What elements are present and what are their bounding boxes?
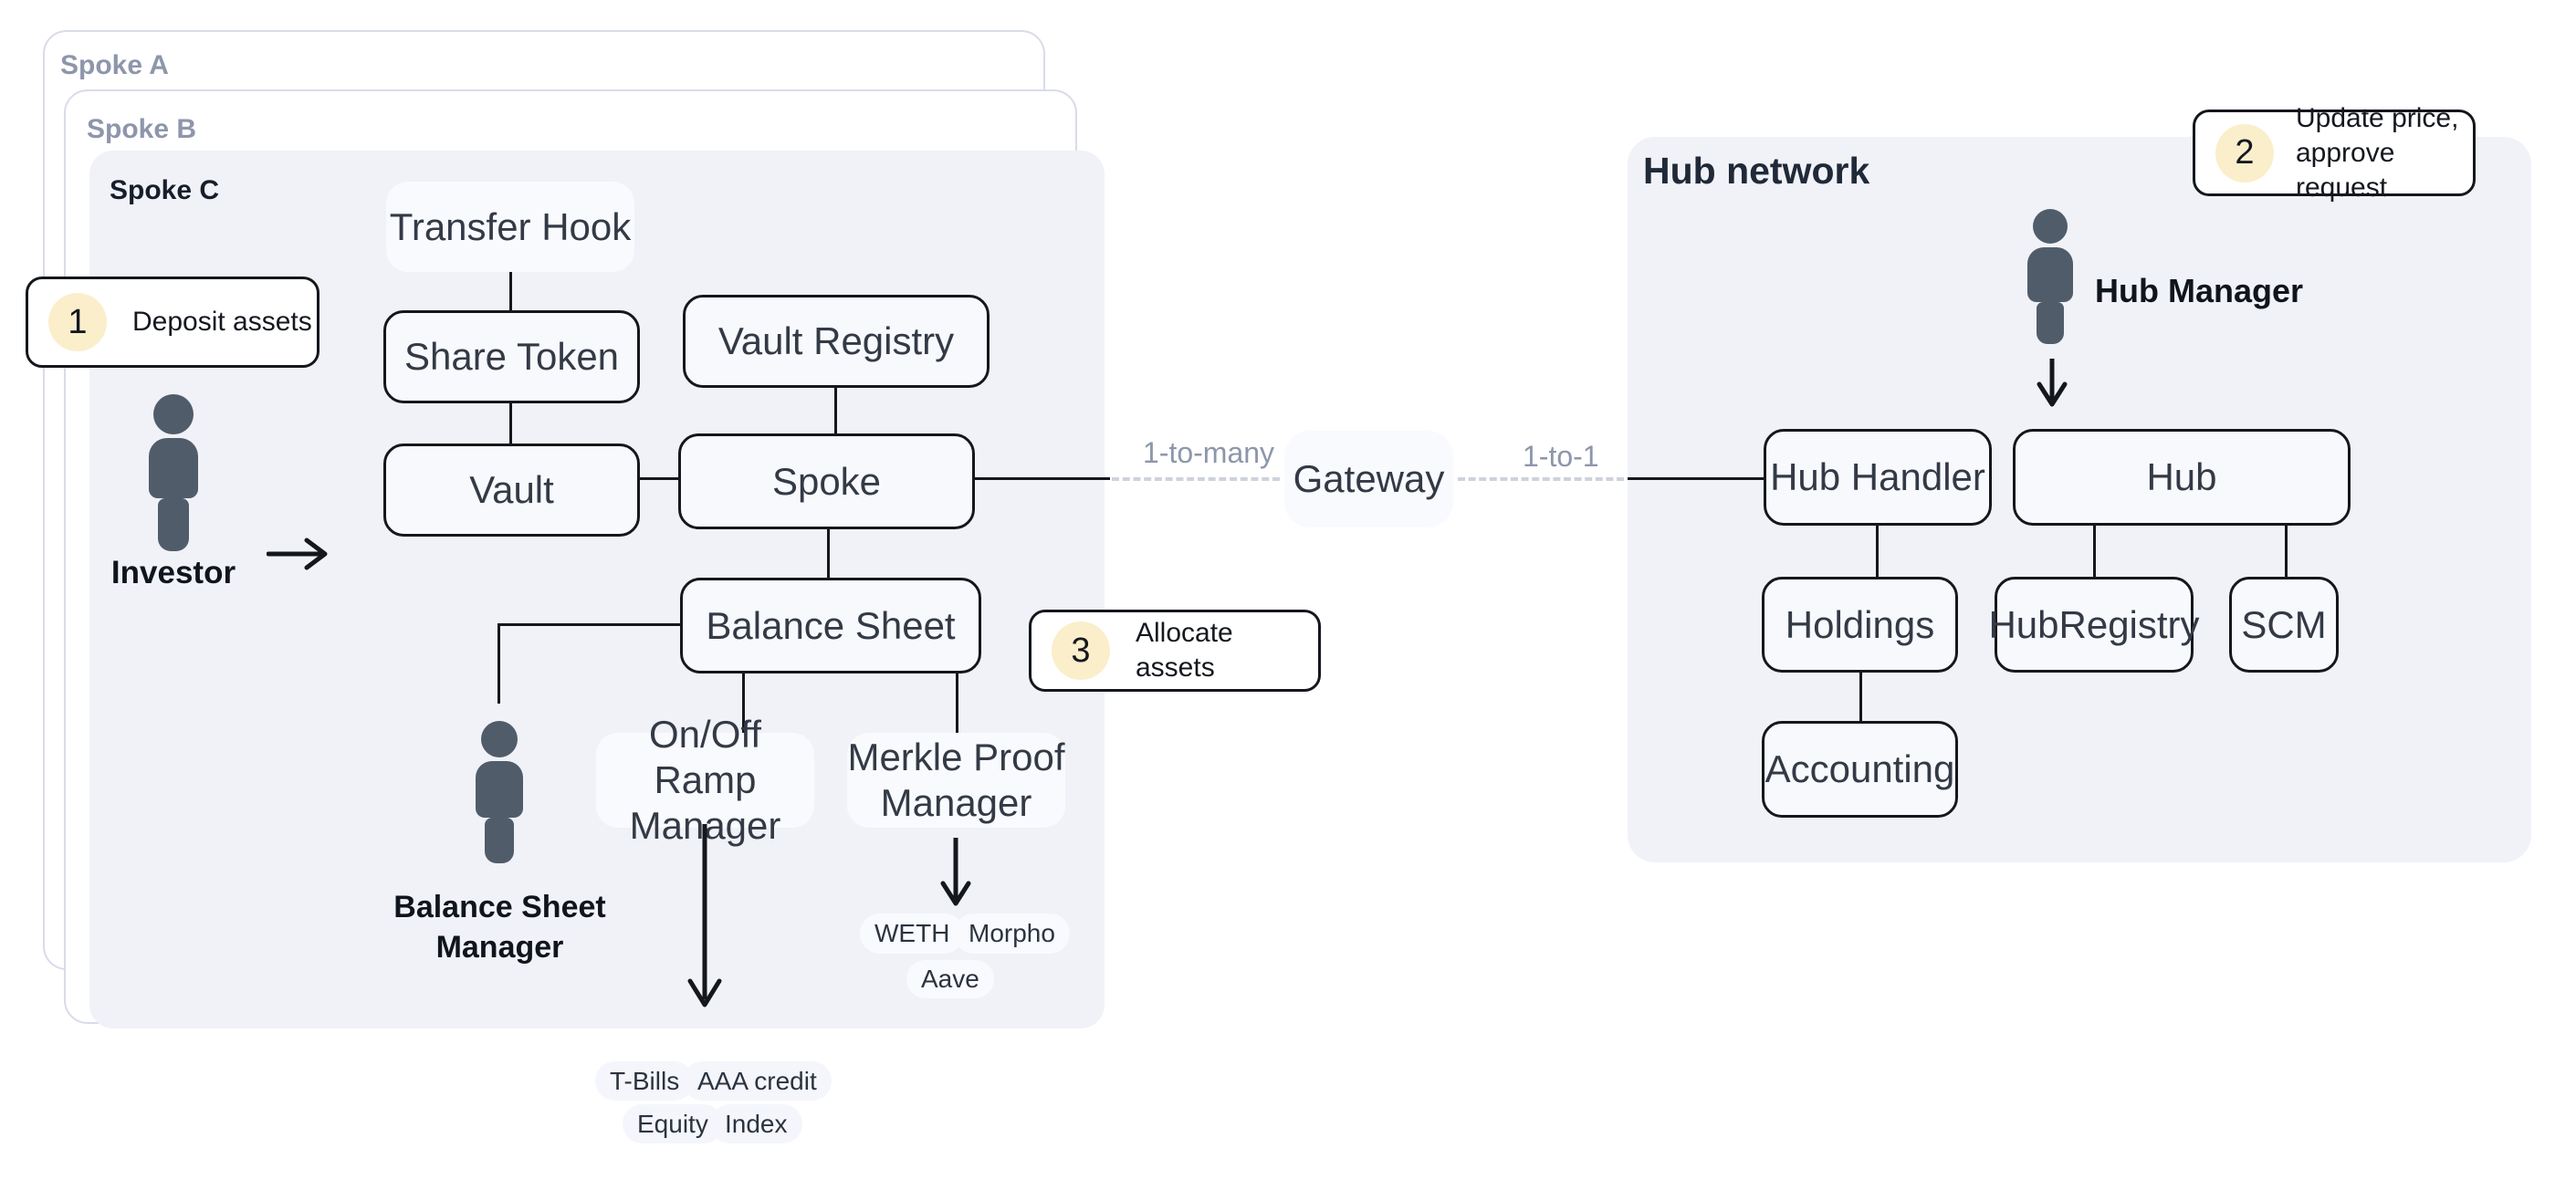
node-merkle-proof-manager: Merkle Proof Manager bbox=[847, 733, 1065, 828]
on-off-ramp-down-arrow-icon bbox=[687, 824, 722, 1007]
node-hub-handler: Hub Handler bbox=[1764, 429, 1992, 526]
investor-label: Investor bbox=[110, 555, 236, 590]
balance-sheet-manager-icon bbox=[476, 721, 523, 869]
step-2-label: Update price, approve request bbox=[2296, 102, 2459, 203]
spoke-b-label: Spoke B bbox=[87, 114, 197, 144]
balance-sheet-manager-label: Balance Sheet Manager bbox=[393, 890, 606, 965]
chip-aave: Aave bbox=[906, 960, 994, 998]
node-share-token: Share Token bbox=[383, 310, 640, 403]
spoke-a-label: Spoke A bbox=[60, 50, 169, 80]
one-to-one-label: 1-to-1 bbox=[1523, 440, 1599, 473]
investor-icon bbox=[148, 394, 199, 558]
node-vault-registry: Vault Registry bbox=[683, 295, 990, 388]
node-scm: SCM bbox=[2229, 577, 2339, 673]
node-transfer-hook: Transfer Hook bbox=[386, 182, 634, 272]
node-hub: Hub bbox=[2013, 429, 2351, 526]
hub-network-title: Hub network bbox=[1643, 150, 1870, 192]
chip-t-bills: T-Bills bbox=[595, 1061, 695, 1101]
connector-line bbox=[956, 673, 958, 733]
connector-line bbox=[1859, 673, 1862, 721]
chip-morpho: Morpho bbox=[954, 913, 1070, 954]
step-1-number-circle: 1 bbox=[48, 293, 107, 351]
chip-equity: Equity bbox=[623, 1104, 723, 1143]
node-gateway: Gateway bbox=[1284, 431, 1453, 527]
connector-line bbox=[1628, 477, 1764, 480]
hub-manager-icon bbox=[2027, 209, 2073, 346]
connector-line bbox=[497, 623, 680, 626]
step-1-label: Deposit assets bbox=[132, 307, 312, 337]
badge-step-1: 1 Deposit assets bbox=[26, 277, 319, 368]
dashed-connector-line bbox=[1112, 477, 1280, 481]
chip-weth: WETH bbox=[860, 913, 965, 954]
dashed-connector-line bbox=[1458, 477, 1624, 481]
node-accounting: Accounting bbox=[1762, 721, 1958, 818]
connector-line bbox=[640, 477, 678, 480]
connector-line bbox=[975, 477, 1110, 480]
step-3-number-circle: 3 bbox=[1052, 621, 1110, 680]
connector-line bbox=[1876, 526, 1879, 577]
merkle-down-arrow-icon bbox=[940, 838, 971, 906]
node-holdings: Holdings bbox=[1762, 577, 1958, 673]
connector-line bbox=[2285, 526, 2288, 577]
chip-index: Index bbox=[710, 1104, 802, 1143]
badge-step-3: 3 Allocate assets bbox=[1029, 610, 1321, 692]
node-vault: Vault bbox=[383, 444, 640, 537]
hub-manager-label: Hub Manager bbox=[2095, 272, 2304, 309]
investor-right-arrow-icon bbox=[267, 538, 328, 570]
connector-line bbox=[509, 272, 512, 310]
node-hub-registry: HubRegistry bbox=[1988, 577, 2200, 673]
spoke-c-label: Spoke C bbox=[110, 175, 220, 205]
one-to-many-label: 1-to-many bbox=[1143, 436, 1275, 469]
node-on-off-ramp-manager: On/Off Ramp Manager bbox=[596, 713, 814, 847]
connector-line bbox=[827, 529, 830, 578]
chip-aaa-credit: AAA credit bbox=[683, 1061, 832, 1101]
connector-line bbox=[742, 673, 745, 733]
step-3-label: Allocate assets bbox=[1136, 618, 1233, 683]
connector-line bbox=[509, 403, 512, 444]
badge-step-2: 2 Update price, approve request bbox=[2193, 103, 2476, 203]
connector-line bbox=[834, 388, 837, 433]
node-balance-sheet: Balance Sheet bbox=[680, 578, 981, 673]
node-spoke: Spoke bbox=[678, 433, 975, 529]
connector-line bbox=[497, 623, 500, 704]
step-2-number-circle: 2 bbox=[2215, 123, 2274, 183]
connector-line bbox=[2093, 526, 2096, 577]
hub-manager-down-arrow-icon bbox=[2037, 359, 2068, 407]
